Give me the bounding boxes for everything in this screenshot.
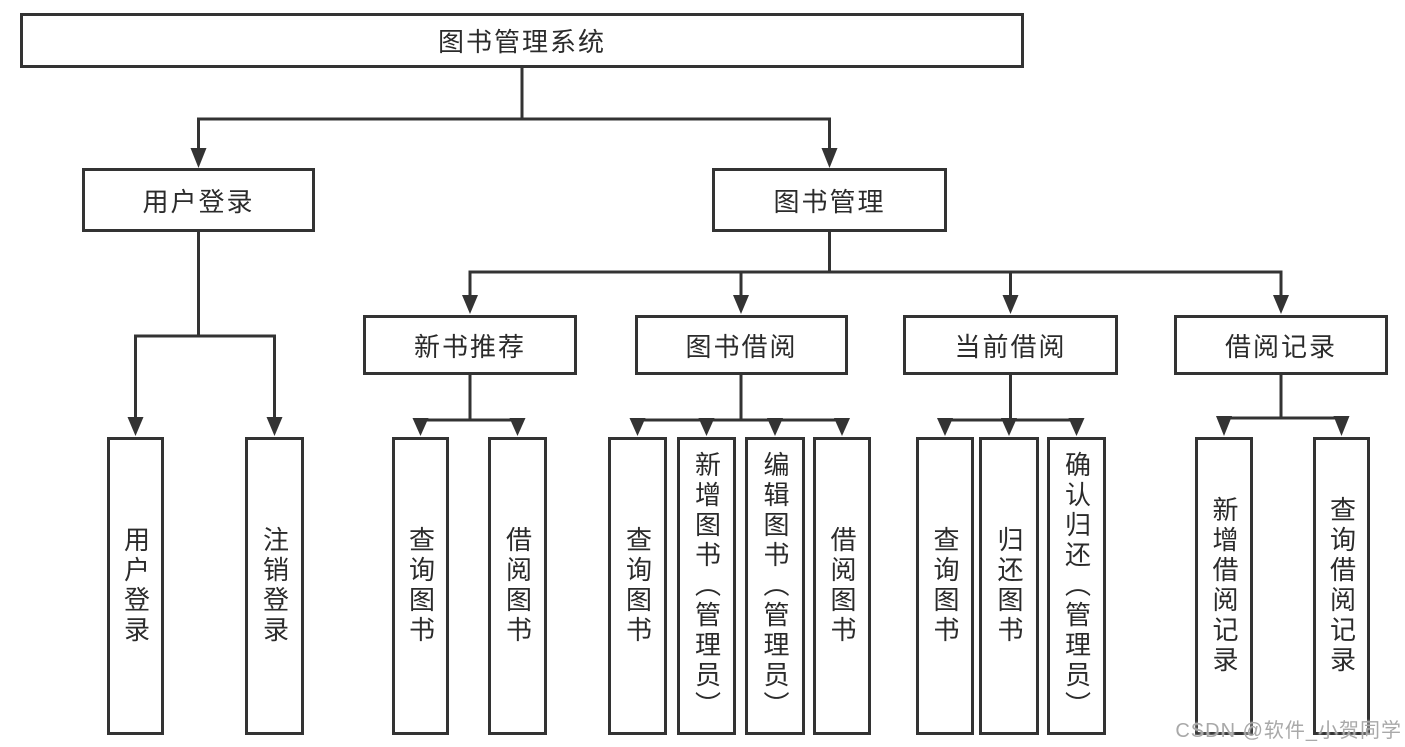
node-current-borrow: 当前借阅	[903, 315, 1118, 375]
leaf-return-books: 归还图书	[979, 437, 1039, 735]
leaf-user-login: 用户登录	[107, 437, 164, 735]
leaf-borrow-books-label: 借阅图书	[827, 526, 857, 646]
node-library-system-label: 图书管理系统	[437, 27, 606, 57]
leaf-query-books-borrow: 查询图书	[608, 437, 667, 735]
node-user-login: 用户登录	[82, 168, 315, 232]
node-borrow-records-label: 借阅记录	[1224, 331, 1337, 362]
node-new-book-recommend-label: 新书推荐	[413, 331, 526, 362]
leaf-logout: 注销登录	[245, 437, 304, 735]
watermark: CSDN @软件_小贺同学	[1175, 720, 1402, 742]
node-book-management-label: 图书管理	[773, 186, 886, 217]
leaf-add-borrow-record-label: 新增借阅记录	[1209, 496, 1239, 676]
leaf-edit-book-admin-label: 编辑图书（管理员）	[760, 451, 790, 721]
leaf-query-books-recommend-label: 查询图书	[405, 526, 436, 646]
leaf-borrow-books-recommend-label: 借阅图书	[502, 526, 533, 646]
leaf-add-book-admin-label: 新增图书（管理员）	[691, 451, 722, 721]
leaf-confirm-return-admin-label: 确认归还（管理员）	[1061, 451, 1092, 721]
leaf-query-borrow-record-label: 查询借阅记录	[1326, 496, 1357, 676]
leaf-logout-label: 注销登录	[259, 526, 290, 646]
leaf-borrow-books-recommend: 借阅图书	[488, 437, 547, 735]
node-new-book-recommend: 新书推荐	[363, 315, 577, 375]
node-library-system: 图书管理系统	[20, 13, 1024, 68]
leaf-query-books-recommend: 查询图书	[392, 437, 449, 735]
leaf-query-books-current-label: 查询图书	[930, 526, 960, 646]
leaf-confirm-return-admin: 确认归还（管理员）	[1047, 437, 1106, 735]
leaf-user-login-label: 用户登录	[120, 526, 151, 646]
leaf-query-books-current: 查询图书	[916, 437, 974, 735]
node-book-management: 图书管理	[712, 168, 947, 232]
node-book-borrow: 图书借阅	[635, 315, 848, 375]
node-user-login-label: 用户登录	[142, 186, 255, 217]
leaf-edit-book-admin: 编辑图书（管理员）	[745, 437, 805, 735]
leaf-add-borrow-record: 新增借阅记录	[1195, 437, 1253, 735]
node-current-borrow-label: 当前借阅	[954, 331, 1067, 362]
leaf-query-borrow-record: 查询借阅记录	[1313, 437, 1370, 735]
leaf-return-books-label: 归还图书	[994, 526, 1024, 646]
node-book-borrow-label: 图书借阅	[685, 331, 798, 362]
leaf-add-book-admin: 新增图书（管理员）	[677, 437, 736, 735]
leaf-query-books-borrow-label: 查询图书	[622, 526, 653, 646]
leaf-borrow-books: 借阅图书	[813, 437, 871, 735]
node-borrow-records: 借阅记录	[1174, 315, 1388, 375]
